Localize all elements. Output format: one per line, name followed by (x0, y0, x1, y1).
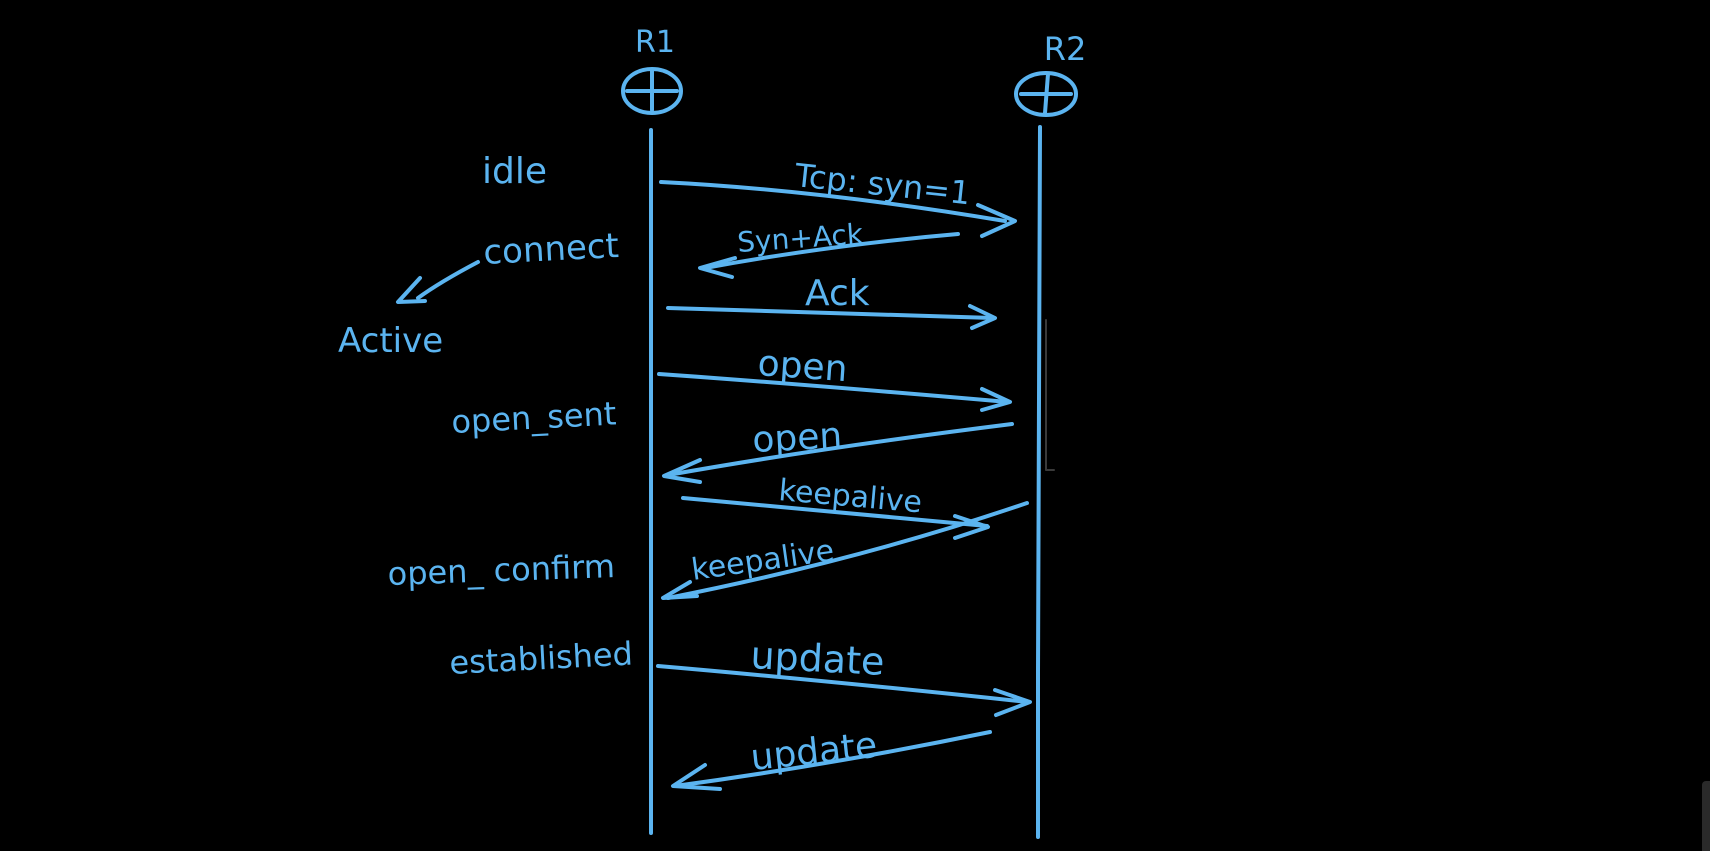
r1-label: R1 (635, 25, 675, 60)
msg-ack: Ack (805, 273, 870, 314)
keepalive-request-arrow (681, 496, 990, 540)
connect-to-active-arrow (396, 260, 480, 304)
state-active: Active (338, 321, 443, 361)
msg-update-2: update (749, 725, 879, 779)
state-open-sent: open_sent (450, 394, 617, 441)
scrollbar[interactable] (1702, 781, 1710, 851)
msg-update-1: update (750, 633, 886, 684)
keepalive-reply-arrow (661, 501, 1029, 600)
open-reply-arrow (662, 422, 1014, 484)
msg-open-2: open (751, 415, 843, 461)
state-open-confirm: open_ confirm (387, 547, 616, 593)
faint-mark (1045, 319, 1055, 471)
syn-ack-arrow (698, 232, 960, 279)
msg-keepalive-1: keepalive (777, 473, 923, 520)
r2-lifeline (1036, 125, 1042, 839)
tcp-syn-arrow (659, 180, 1017, 238)
state-established: established (448, 634, 633, 682)
state-idle: idle (482, 151, 547, 192)
r2-router-icon (1014, 71, 1078, 117)
update-request-arrow (656, 664, 1032, 717)
open-request-arrow (657, 372, 1012, 412)
ack-arrow (666, 304, 997, 330)
msg-syn-ack: Syn+Ack (736, 217, 865, 259)
r2-label: R2 (1044, 30, 1087, 68)
state-connect: connect (482, 226, 619, 273)
msg-open-1: open (756, 343, 848, 390)
update-reply-arrow (671, 730, 992, 791)
r1-router-icon (621, 67, 683, 115)
